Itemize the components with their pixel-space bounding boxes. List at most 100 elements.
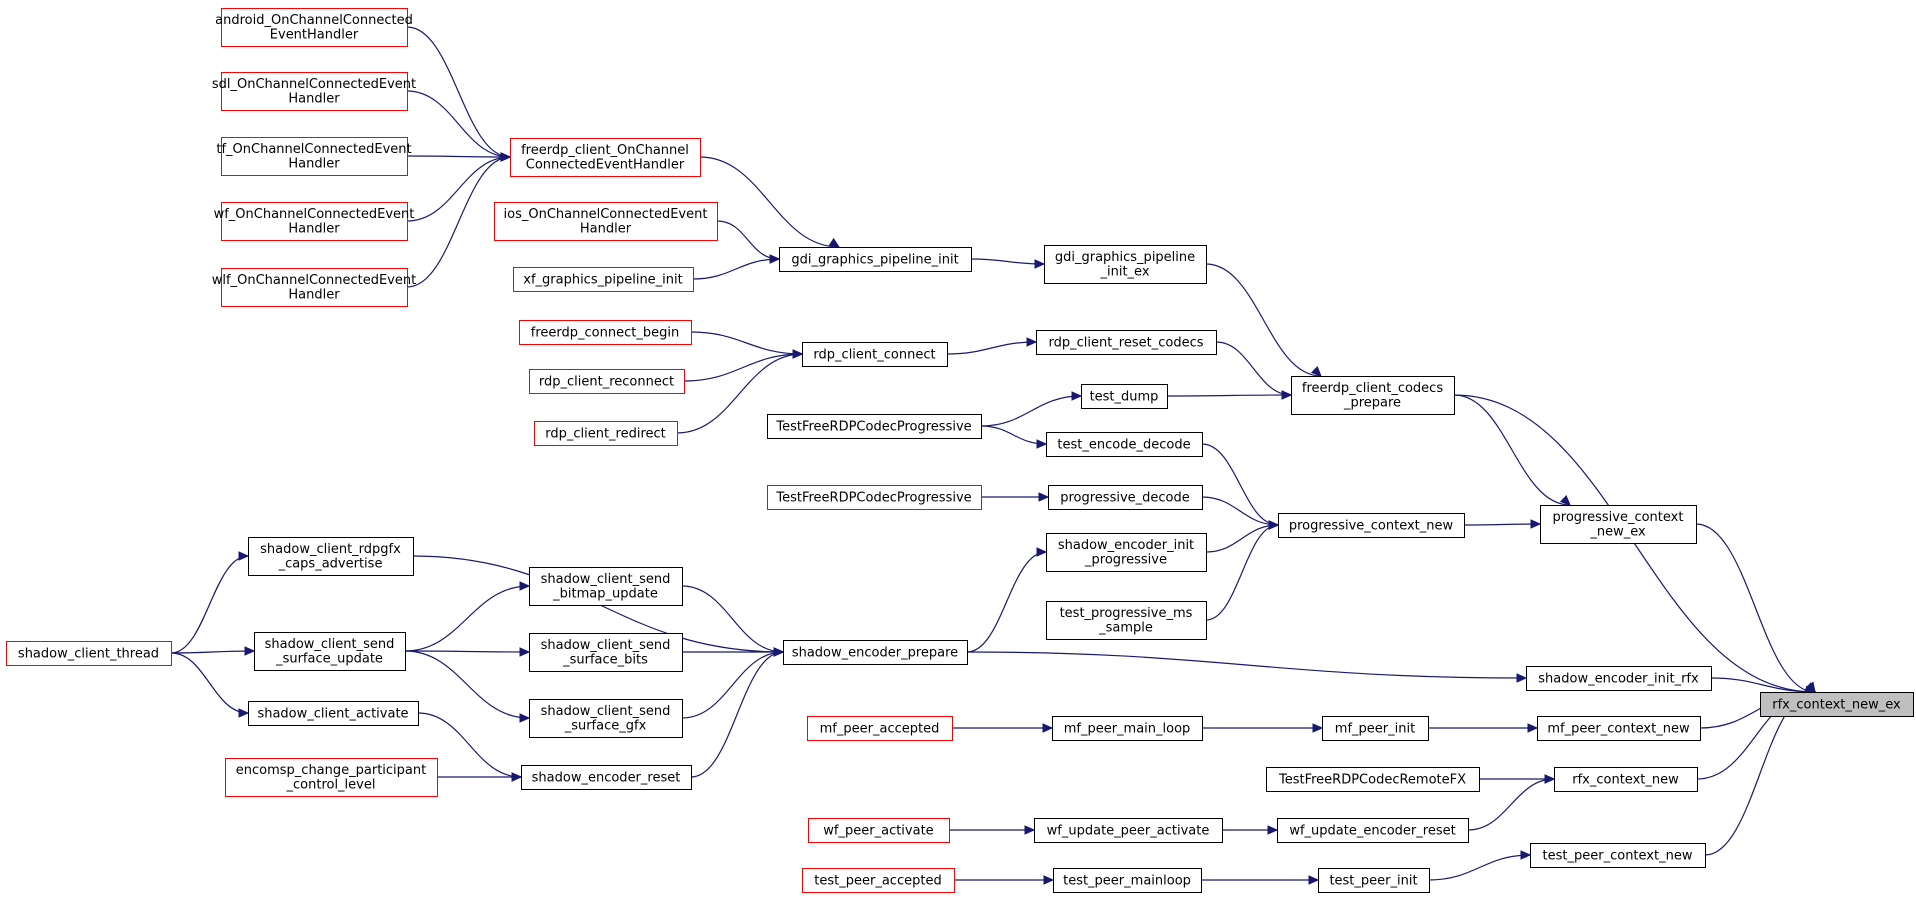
node-scssg[interactable]: shadow_client_send_surface_gfx [529, 699, 683, 738]
node-label: test_peer_context_new [1543, 848, 1693, 863]
node-tfrcrfx[interactable]: TestFreeRDPCodecRemoteFX [1266, 767, 1480, 792]
node-rdp-reset[interactable]: rdp_client_reset_codecs [1036, 330, 1217, 355]
node-mf-acc[interactable]: mf_peer_accepted [807, 716, 953, 741]
node-wf-upa[interactable]: wf_update_peer_activate [1034, 818, 1223, 843]
node-freerdp-cb[interactable]: freerdp_connect_begin [519, 320, 692, 345]
node-label: rdp_client_redirect [545, 426, 666, 441]
node-sep[interactable]: shadow_encoder_prepare [783, 640, 968, 665]
edge-freerdp_cb-to-rdp_connect [690, 331, 803, 355]
node-fcc-prepare[interactable]: freerdp_client_codecs_prepare [1291, 376, 1455, 415]
node-label: shadow_encoder_init [1058, 538, 1194, 553]
edge-sep-to-seir [966, 651, 1527, 679]
node-label: _control_level [286, 778, 376, 793]
node-scssb[interactable]: shadow_client_send_surface_bits [529, 633, 683, 672]
arrow-head [1034, 259, 1046, 269]
edge-scssg-to-sep [681, 651, 784, 719]
node-label: test_encode_decode [1057, 437, 1190, 452]
node-label: shadow_encoder_prepare [792, 645, 958, 660]
node-label: mf_peer_context_new [1547, 721, 1690, 736]
node-label: freerdp_client_codecs [1302, 381, 1443, 396]
node-tfrcp2[interactable]: TestFreeRDPCodecProgressive [767, 485, 982, 510]
node-rdp-redirect[interactable]: rdp_client_redirect [534, 421, 678, 446]
node-box [802, 342, 948, 367]
node-seir[interactable]: shadow_encoder_init_rfx [1526, 666, 1712, 691]
node-box [510, 138, 701, 177]
node-test-encdec[interactable]: test_encode_decode [1046, 432, 1203, 457]
node-tp-acc[interactable]: test_peer_accepted [802, 868, 955, 893]
node-scsbu[interactable]: shadow_client_send_bitmap_update [529, 567, 683, 606]
node-box [6, 641, 172, 666]
node-box [1277, 818, 1469, 843]
arrow-head [1559, 495, 1571, 506]
node-mf-init[interactable]: mf_peer_init [1322, 716, 1429, 741]
node-rfx-new[interactable]: rfx_context_new [1554, 767, 1698, 792]
node-ecpcl[interactable]: encomsp_change_participant_control_level [225, 758, 438, 797]
node-label: shadow_client_send [265, 637, 395, 652]
node-gdi-gpi-ex[interactable]: gdi_graphics_pipeline_init_ex [1044, 245, 1207, 284]
node-label: gdi_graphics_pipeline_init [791, 252, 958, 267]
node-test-dump[interactable]: test_dump [1081, 384, 1168, 409]
node-rdp-connect[interactable]: rdp_client_connect [802, 342, 948, 367]
edge-prog_decode-to-prog_new [1201, 496, 1279, 526]
node-tpms[interactable]: test_progressive_ms_sample [1046, 601, 1207, 640]
node-box [1081, 384, 1168, 409]
node-box [529, 567, 683, 606]
node-box [802, 868, 955, 893]
node-box [521, 765, 692, 790]
node-label: TestFreeRDPCodecRemoteFX [1278, 772, 1466, 787]
node-scrca[interactable]: shadow_client_rdpgfx_caps_advertise [248, 537, 414, 576]
arrow-head [1310, 365, 1322, 377]
node-ser[interactable]: shadow_encoder_reset [521, 765, 692, 790]
node-rfx-new-ex[interactable]: rfx_context_new_ex [1760, 692, 1914, 717]
node-label: mf_peer_init [1335, 721, 1415, 736]
node-tp-ml[interactable]: test_peer_mainloop [1053, 868, 1202, 893]
node-gdi-gpi[interactable]: gdi_graphics_pipeline_init [779, 247, 972, 272]
arrow-head [1312, 723, 1324, 733]
node-prog-decode[interactable]: progressive_decode [1048, 485, 1203, 510]
node-xf-gpi[interactable]: xf_graphics_pipeline_init [513, 267, 694, 292]
node-label: mf_peer_main_loop [1064, 721, 1191, 736]
arrow-head [1520, 850, 1532, 860]
nodes-layer: android_OnChannelConnectedEventHandlersd… [6, 8, 1914, 893]
node-tp-cn[interactable]: test_peer_context_new [1530, 843, 1706, 868]
edge-tfrcp1-to-test_encdec [980, 425, 1047, 445]
arrow-head [519, 647, 531, 657]
node-prog-new-ex[interactable]: progressive_context_new_ex [1540, 505, 1697, 544]
node-box [494, 202, 718, 241]
node-mf-ml[interactable]: mf_peer_main_loop [1052, 716, 1203, 741]
node-prog-new[interactable]: progressive_context_new [1278, 513, 1465, 538]
node-wf-uer[interactable]: wf_update_encoder_reset [1277, 818, 1469, 843]
node-label: _new_ex [1589, 525, 1646, 540]
arrow-head [1544, 774, 1556, 784]
node-rdp-reconnect[interactable]: rdp_client_reconnect [529, 369, 685, 394]
edge-rdp_reconnect-to-rdp_connect [683, 353, 803, 382]
edge-rdp_connect-to-rdp_reset [946, 341, 1037, 355]
node-label: progressive_context_new [1289, 518, 1454, 533]
node-sca[interactable]: shadow_client_activate [248, 701, 419, 726]
node-mf-cn[interactable]: mf_peer_context_new [1537, 716, 1701, 741]
node-tp-init[interactable]: test_peer_init [1318, 868, 1430, 893]
node-wf-act[interactable]: wf_peer_activate [808, 818, 950, 843]
node-box [1048, 485, 1203, 510]
node-label: _prepare [1343, 396, 1401, 411]
arrow-head [238, 708, 250, 718]
node-freerdp-occ[interactable]: freerdp_client_OnChannelConnectedEventHa… [510, 138, 701, 177]
edge-seir-to-rfx_new_ex [1710, 677, 1816, 693]
node-scsu[interactable]: shadow_client_send_surface_update [254, 632, 406, 671]
edge-wf_occ-to-freerdp_occ [406, 156, 511, 222]
edge-sct-to-scsu [170, 650, 255, 654]
arrow-head [1042, 723, 1054, 733]
arrow-head [1267, 825, 1279, 835]
node-sct[interactable]: shadow_client_thread [6, 641, 172, 666]
node-label: shadow_client_send [541, 704, 671, 719]
node-sei-prog[interactable]: shadow_encoder_init_progressive [1046, 533, 1207, 572]
edge-sca-to-ser [417, 712, 522, 778]
node-box [221, 72, 408, 111]
node-tfrcp1[interactable]: TestFreeRDPCodecProgressive [767, 414, 982, 439]
